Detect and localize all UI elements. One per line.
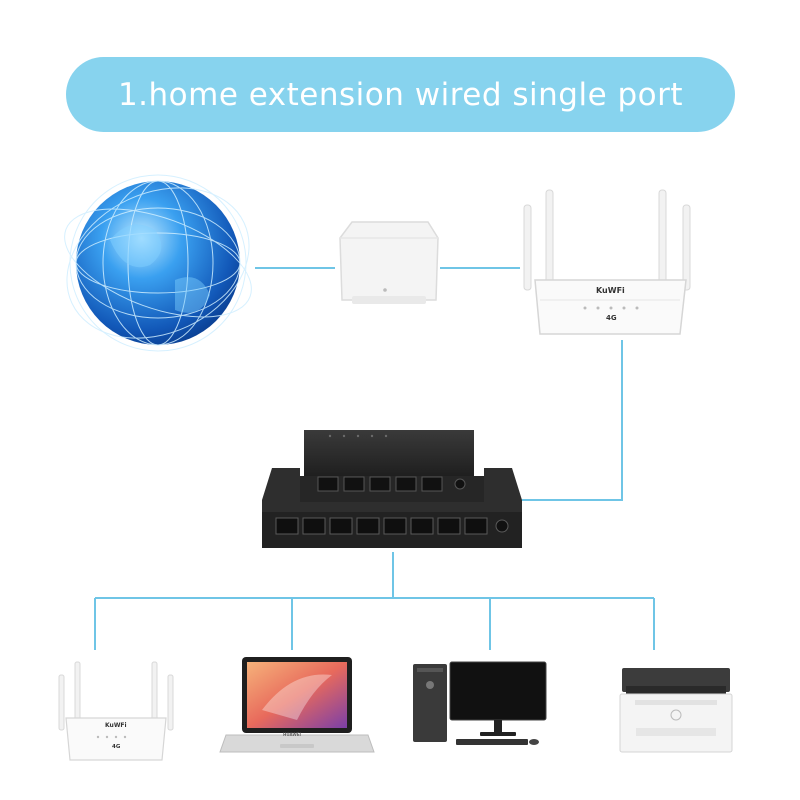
- laptop-brand-label: HUAWEI: [283, 732, 302, 737]
- connection-lines: [94, 267, 655, 650]
- link-router-switch: [522, 340, 623, 501]
- title-banner: 1.home extension wired single port: [66, 57, 735, 132]
- globe-icon: [64, 174, 252, 352]
- router-brand-label: KuWFi: [596, 286, 625, 295]
- modem-icon: [339, 221, 439, 304]
- router-icon: KuWFi 4G: [523, 189, 691, 335]
- router2-badge-label: 4G: [112, 744, 121, 750]
- switch-icon: [262, 430, 522, 548]
- router-icon-bottom: KuWFi 4G: [58, 661, 174, 761]
- laptop-icon: HUAWEI: [219, 657, 375, 753]
- printer-icon: [619, 668, 733, 753]
- title-text: 1.home extension wired single port: [117, 76, 684, 113]
- router-badge-label: 4G: [606, 314, 617, 322]
- desktop-pc-icon: [413, 661, 547, 745]
- router2-brand-label: KuWFi: [105, 722, 127, 729]
